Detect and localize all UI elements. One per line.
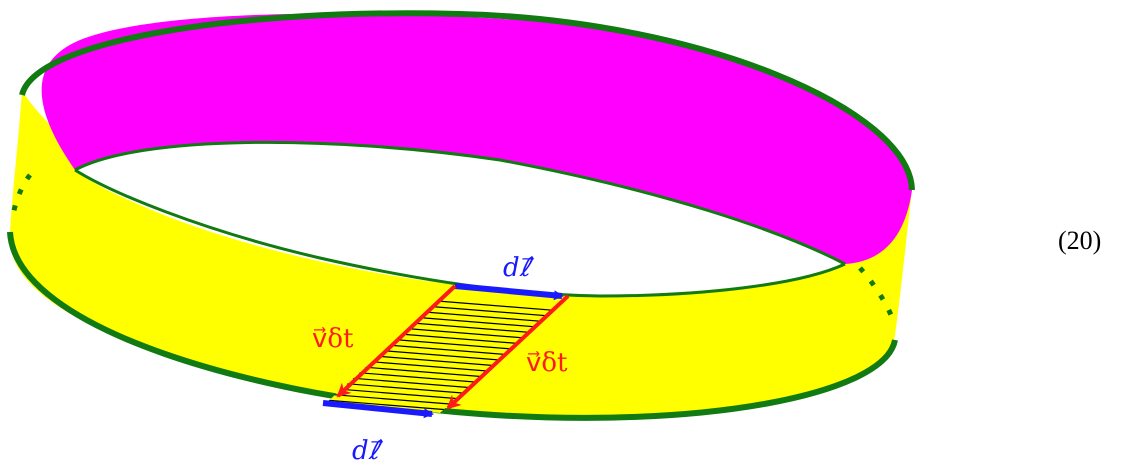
right-velocity-arrow (446, 294, 570, 410)
top-line-element-label: dℓ⃗ (503, 253, 534, 283)
band-outer-face (10, 90, 912, 417)
left-velocity-arrow (336, 284, 457, 398)
rim-hidden-right (858, 266, 898, 326)
bottom-line-element-label: dℓ⃗ (352, 436, 383, 466)
rim-bottom-edge (7, 231, 898, 421)
right-velocity-label: v⃗δt (526, 348, 568, 378)
bottom-line-element-arrow (322, 400, 434, 419)
rim-hidden-left (10, 173, 32, 216)
top-line-element-arrow (454, 283, 564, 301)
band-inner-face (41, 13, 913, 265)
left-velocity-label: v⃗δt (312, 324, 354, 354)
equation-number: (20) (1058, 226, 1101, 255)
rim-inner-edge (74, 140, 846, 266)
band-opening (75, 142, 845, 294)
rim-top-ellipse (19, 10, 915, 191)
